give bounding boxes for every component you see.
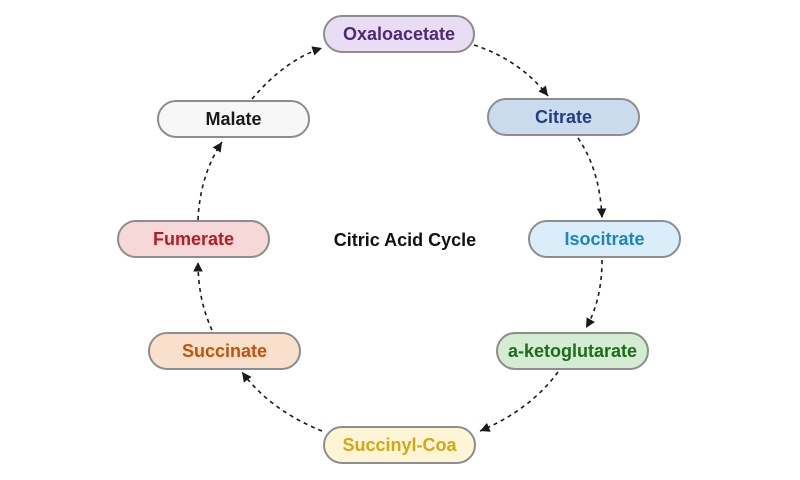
arrow-citrate-to-isocitrate xyxy=(577,137,607,219)
node-fumerate: Fumerate xyxy=(117,220,270,258)
node-isocitrate: Isocitrate xyxy=(528,220,681,258)
node-malate: Malate xyxy=(157,100,310,138)
node-a-ketoglutarate: a-ketoglutarate xyxy=(496,332,649,370)
arrow-malate-to-oxaloacetate xyxy=(251,46,323,100)
node-citrate: Citrate xyxy=(487,98,640,136)
node-oxaloacetate: Oxaloacetate xyxy=(323,15,475,53)
arrow-succinyl-coa-to-succinate xyxy=(241,371,323,432)
node-succinate: Succinate xyxy=(148,332,301,370)
arrow-a-ketoglutarate-to-succinyl-coa xyxy=(479,371,559,432)
diagram-title: Citric Acid Cycle xyxy=(333,229,477,250)
arrow-isocitrate-to-a-ketoglutarate xyxy=(585,259,603,329)
arrow-fumerate-to-malate xyxy=(197,141,223,221)
node-succinyl-coa: Succinyl-Coa xyxy=(323,426,476,464)
arrow-succinate-to-fumerate xyxy=(193,261,213,331)
arrow-oxaloacetate-to-citrate xyxy=(473,44,549,97)
